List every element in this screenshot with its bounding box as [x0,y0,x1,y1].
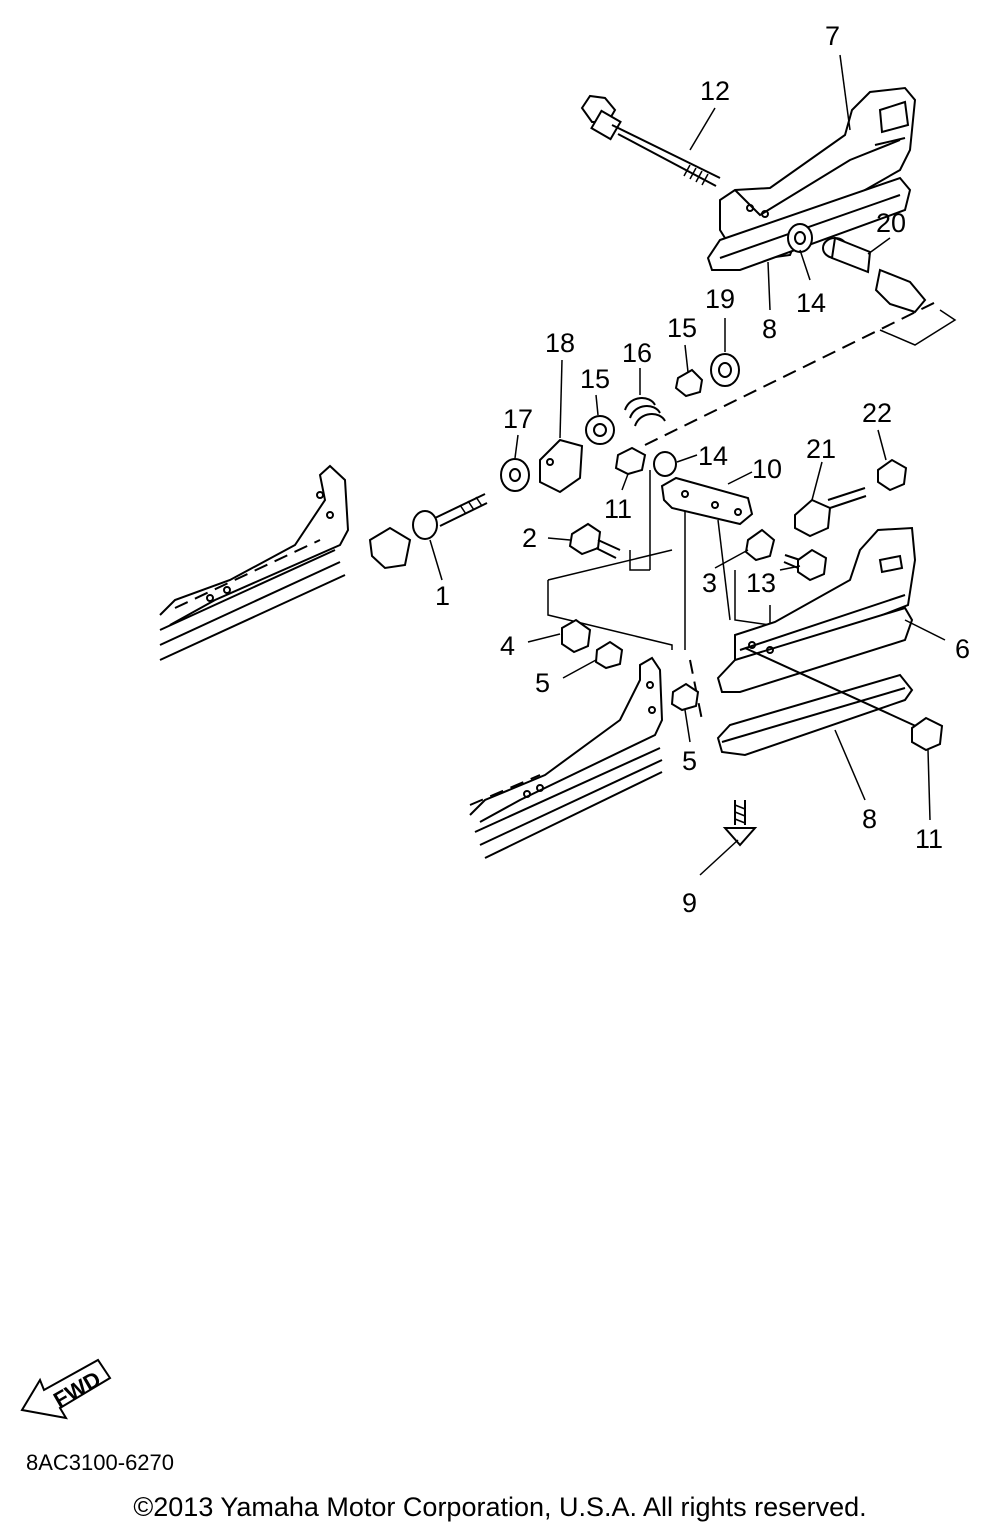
callout-8-upper: 8 [762,314,777,344]
collar-4 [561,618,592,654]
callout-1: 1 [435,581,450,611]
left-upper-rail [159,464,350,661]
nut-11-upper [614,446,647,476]
callout-16: 16 [622,338,652,368]
bolt-1 [368,493,488,570]
long-bolt [580,94,721,187]
callout-12: 12 [700,76,730,106]
callout-6: 6 [955,634,970,664]
lower-seat-rail [716,526,921,757]
callout-17: 17 [503,404,533,434]
callout-5-left: 5 [535,668,550,698]
callout-21: 21 [806,434,836,464]
callout-18: 18 [545,328,575,358]
guide-lines [547,299,957,721]
callout-5-right: 5 [682,746,697,776]
callout-15-right: 15 [667,313,697,343]
bracket-10 [660,476,754,526]
callout-19: 19 [705,284,735,314]
callout-15-left: 15 [580,364,610,394]
bolt-13 [783,548,828,582]
collar-5-right [670,682,700,712]
callout-10: 10 [752,454,782,484]
washer-upper [787,223,813,253]
fwd-label: FWD [49,1366,105,1413]
leader-lines [429,54,946,876]
spring-assembly [500,353,740,494]
callout-7: 7 [825,21,840,51]
callout-3: 3 [702,568,717,598]
pin-20 [822,236,927,314]
nut-22 [877,458,908,492]
copyright-notice: ©2013 Yamaha Motor Corporation, U.S.A. A… [133,1492,867,1522]
callout-labels: 7 12 20 14 8 19 15 16 18 15 17 22 14 10 … [435,21,970,918]
callout-4: 4 [500,631,515,661]
callout-20: 20 [876,208,906,238]
callout-14-mid: 14 [698,441,728,471]
callout-13: 13 [746,568,776,598]
callout-8-lower: 8 [862,804,877,834]
callout-22: 22 [862,398,892,428]
nut-11-lower [911,716,944,752]
washer-14-mid [653,451,677,477]
collar-5-left [594,640,624,670]
collar-3 [744,528,776,562]
callout-2: 2 [522,523,537,553]
fwd-arrow-icon: FWD [20,1358,112,1420]
callout-9: 9 [682,888,697,918]
callout-11-mid: 11 [604,494,632,524]
callout-11-lower: 11 [915,824,943,854]
callout-14-upper: 14 [796,288,826,318]
screw-9 [722,800,758,847]
left-lower-rail [469,656,664,859]
bolt-2 [568,522,621,559]
bolt-21 [794,487,867,538]
diagram-code: 8AC3100-6270 [26,1450,175,1475]
upper-seat-rail [706,86,917,271]
